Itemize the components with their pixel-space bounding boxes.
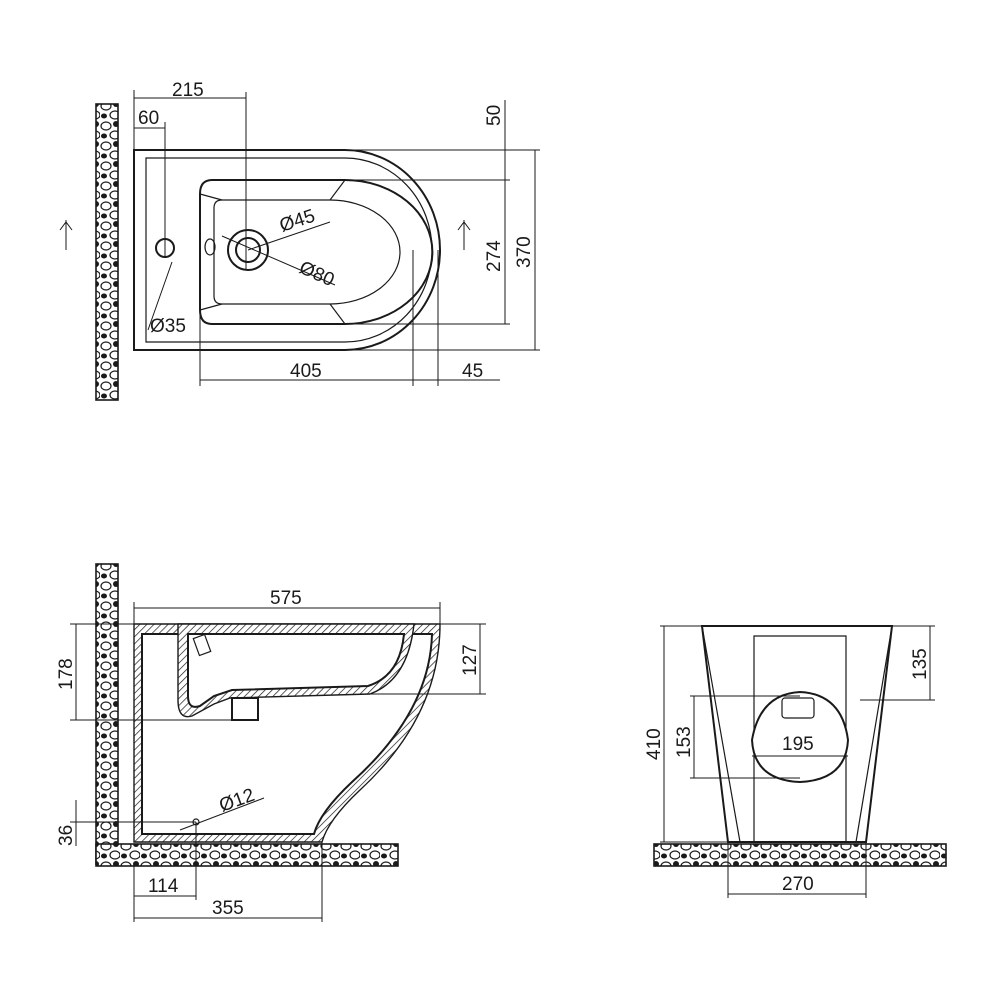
dim-45: 45 xyxy=(462,361,483,382)
side-view: 575 178 127 Ø12 36 114 355 xyxy=(56,563,486,922)
bowl-interior xyxy=(187,633,406,708)
dim-153: 153 xyxy=(674,726,695,758)
floor-section xyxy=(95,843,399,867)
dim-36: 36 xyxy=(56,825,77,846)
dim-195: 195 xyxy=(782,734,814,755)
leader-d12 xyxy=(179,797,265,831)
front-taper-right xyxy=(855,625,893,843)
dim-405: 405 xyxy=(290,361,322,382)
dim-270: 270 xyxy=(782,874,814,895)
dim-274: 274 xyxy=(484,240,505,272)
section-arrow-right xyxy=(457,220,471,250)
leader-d80 xyxy=(221,235,336,286)
dim-114: 114 xyxy=(148,876,179,897)
dim-50: 50 xyxy=(484,105,505,126)
dim-127: 127 xyxy=(460,644,481,676)
dim-370: 370 xyxy=(514,236,535,268)
leader-d45 xyxy=(247,221,331,251)
dim-d45: Ø45 xyxy=(277,206,318,237)
dim-135: 135 xyxy=(910,648,931,680)
front-view: 410 135 153 195 270 xyxy=(644,625,947,898)
dim-d35: Ø35 xyxy=(150,316,186,337)
bidet-outline xyxy=(133,149,441,351)
drain-pipe xyxy=(231,697,259,721)
overflow-fitting xyxy=(192,633,212,657)
bowl-corner-line xyxy=(329,179,346,201)
tap-plate xyxy=(781,697,815,719)
dim-575: 575 xyxy=(270,588,302,609)
front-bowl-outline xyxy=(753,635,847,843)
bowl-corner-line xyxy=(199,303,223,311)
bowl-corner-line xyxy=(329,303,346,325)
drain-outer xyxy=(227,229,269,271)
floor-section xyxy=(653,843,947,867)
dim-215: 215 xyxy=(172,80,204,101)
dim-178: 178 xyxy=(56,658,77,690)
leader-d35 xyxy=(147,261,173,331)
dim-60: 60 xyxy=(138,108,159,129)
section-arrow-left xyxy=(59,220,73,250)
top-view: 215 60 50 274 370 Ø45 Ø80 Ø35 405 45 xyxy=(59,80,540,401)
wall-section xyxy=(95,103,119,401)
bowl-corner-line xyxy=(199,193,223,201)
bowl-inner xyxy=(213,199,401,305)
front-taper-left xyxy=(701,625,741,843)
dim-d80: Ø80 xyxy=(296,257,337,291)
overflow-hole xyxy=(204,238,216,256)
bowl-outline xyxy=(199,179,434,325)
wall-section xyxy=(95,563,119,865)
dim-410: 410 xyxy=(644,728,665,760)
drain-inner xyxy=(235,237,261,263)
dim-355: 355 xyxy=(212,898,244,919)
